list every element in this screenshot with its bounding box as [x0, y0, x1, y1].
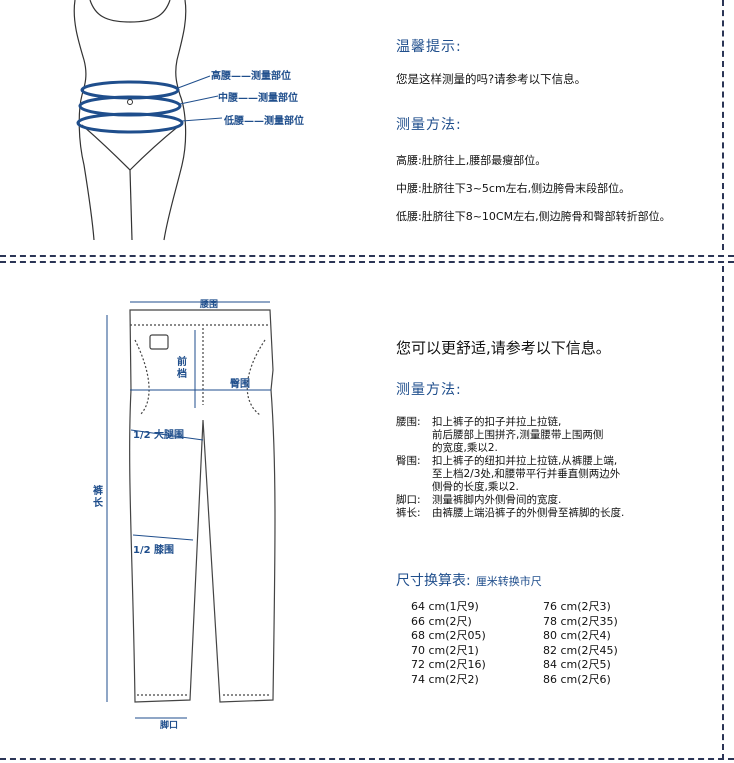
conversion-col-right: 76 cm(2尺3) 78 cm(2尺35) 80 cm(2尺4) 82 cm(… [543, 598, 618, 686]
conversion-row: 78 cm(2尺35) [543, 614, 618, 628]
method-length: 裤长: 由裤腰上端沿裤子的外侧骨至裤脚的长度. [396, 507, 716, 520]
method-line: 扣上裤子的扣子并拉上拉链, [432, 416, 562, 428]
conversion-row: 84 cm(2尺5) [543, 658, 611, 671]
hip-label: 臀围 [230, 379, 250, 390]
tip-text: 您是这样测量的吗?请参考以下信息。 [396, 72, 587, 86]
method-line: 至上档2/3处,和腰带平行并垂直侧两边外 [432, 468, 621, 480]
method-desc: 扣上裤子的纽扣并拉上拉链,从裤腰上端, 至上档2/3处,和腰带平行并垂直侧两边外… [432, 455, 620, 494]
top-right-dashed-border [722, 0, 724, 250]
method-waist: 腰围: 扣上裤子的扣子并拉上拉链, 前后腰部上围拼齐,测量腰带上围两侧 的宽度,… [396, 416, 716, 455]
hem-label: 脚口 [160, 721, 179, 731]
section-divider-2 [0, 261, 734, 263]
conversion-subtitle: 厘米转换市尺 [475, 575, 542, 588]
method-high: 高腰:肚脐往上,腰部最瘦部位。 [396, 154, 547, 167]
bottom-right-dashed-border [722, 266, 724, 760]
method-list: 腰围: 扣上裤子的扣子并拉上拉链, 前后腰部上围拼齐,测量腰带上围两侧 的宽度,… [396, 416, 716, 520]
method-line: 测量裤脚内外侧骨间的宽度. [432, 494, 562, 506]
method-line: 由裤腰上端沿裤子的外侧骨至裤脚的长度. [432, 507, 625, 519]
method-hem: 脚口: 测量裤脚内外侧骨间的宽度. [396, 494, 716, 507]
method-line: 侧骨的长度,乘以2. [432, 481, 519, 493]
method-line: 扣上裤子的纽扣并拉上拉链,从裤腰上端, [432, 455, 618, 467]
bottom-dashed-border [0, 758, 734, 760]
length-label: 裤 长 [93, 486, 103, 509]
waist-label: 腰围 [200, 300, 219, 310]
conversion-row: 68 cm(2尺05) [411, 629, 486, 642]
front-rise-label: 前 档 [177, 357, 187, 380]
method-mid: 中腰:肚脐往下3~5cm左右,侧边胯骨末段部位。 [396, 182, 631, 195]
section-divider [0, 255, 734, 257]
intro-text: 您可以更舒适,请参考以下信息。 [396, 339, 611, 357]
method-term: 脚口: [396, 494, 421, 506]
conversion-title: 尺寸换算表: [396, 573, 471, 589]
conversion-row: 76 cm(2尺3) [543, 600, 611, 613]
low-waist-label: 低腰——测量部位 [224, 116, 304, 127]
conversion-heading: 尺寸换算表: 厘米转换市尺 [396, 570, 542, 590]
conversion-row: 74 cm(2尺2) [411, 672, 479, 686]
method-line: 前后腰部上围拼齐,测量腰带上围两侧 [432, 429, 604, 441]
thigh-label: 1/2 大腿围 [133, 430, 185, 441]
torso-illustration [73, 0, 223, 241]
conversion-row: 86 cm(2尺6) [543, 672, 611, 686]
method-title-bottom: 测量方法: [396, 382, 462, 398]
conversion-row: 64 cm(1尺9) [411, 600, 479, 613]
method-desc: 扣上裤子的扣子并拉上拉链, 前后腰部上围拼齐,测量腰带上围两侧 的宽度,乘以2. [432, 416, 603, 455]
conversion-row: 72 cm(2尺16) [411, 658, 486, 671]
conversion-row: 80 cm(2尺4) [543, 629, 611, 642]
conversion-col-left: 64 cm(1尺9) 66 cm(2尺) 68 cm(2尺05) 70 cm(2… [411, 598, 486, 686]
high-waist-label: 高腰——测量部位 [211, 71, 291, 82]
conversion-row: 66 cm(2尺) [411, 614, 472, 628]
method-low: 低腰:肚脐往下8~10CM左右,侧边胯骨和臀部转折部位。 [396, 210, 671, 223]
jeans-illustration [106, 301, 276, 719]
knee-label: 1/2 膝围 [133, 545, 175, 556]
method-line: 的宽度,乘以2. [432, 442, 498, 454]
method-term: 腰围: [396, 416, 421, 428]
conversion-row: 70 cm(2尺1) [411, 643, 479, 657]
tip-title: 温馨提示: [396, 39, 462, 55]
method-hip: 臀围: 扣上裤子的纽扣并拉上拉链,从裤腰上端, 至上档2/3处,和腰带平行并垂直… [396, 455, 716, 494]
conversion-row: 82 cm(2尺45) [543, 643, 618, 657]
method-title-top: 测量方法: [396, 117, 462, 133]
method-term: 裤长: [396, 507, 421, 519]
method-term: 臀围: [396, 455, 421, 467]
mid-waist-label: 中腰——测量部位 [218, 93, 298, 104]
